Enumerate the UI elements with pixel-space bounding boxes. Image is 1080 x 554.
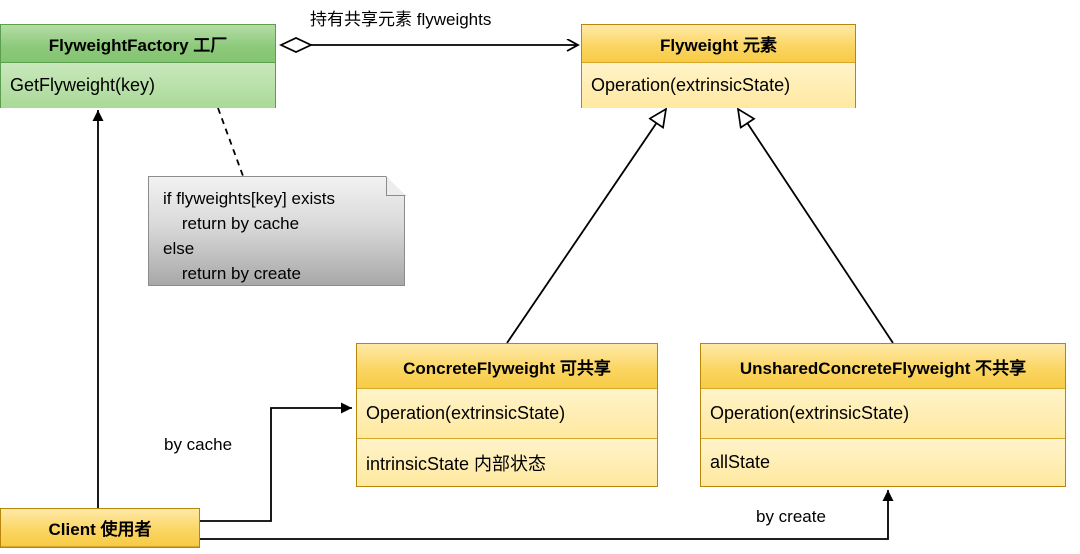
edge-factory-holds-flyweight — [278, 37, 578, 53]
edge-client-by-cache — [200, 402, 352, 522]
class-client-title: Client 使用者 — [1, 509, 199, 547]
class-client[interactable]: Client 使用者 — [0, 508, 200, 548]
class-unshared-concrete-flyweight-member-0: Operation(extrinsicState) — [701, 389, 1065, 438]
class-unshared-concrete-flyweight-member-1: allState — [701, 438, 1065, 486]
edge-concrete-extends-flyweight — [506, 109, 666, 344]
edge-unshared-extends-flyweight — [738, 109, 894, 344]
edge-label-by-create: by create — [756, 507, 826, 526]
note-flyweight-factory-logic: if flyweights[key] exists return by cach… — [148, 176, 405, 286]
class-concrete-flyweight-member-1: intrinsicState 内部状态 — [357, 438, 657, 486]
class-flyweight[interactable]: Flyweight 元素 Operation(extrinsicState) — [581, 24, 856, 108]
class-flyweight-factory-title: FlyweightFactory 工厂 — [1, 25, 275, 63]
edge-label-holds-flyweights: 持有共享元素 flyweights — [310, 10, 492, 29]
class-concrete-flyweight[interactable]: ConcreteFlyweight 可共享 Operation(extrinsi… — [356, 343, 658, 487]
class-unshared-concrete-flyweight-title: UnsharedConcreteFlyweight 不共享 — [701, 344, 1065, 389]
class-flyweight-title: Flyweight 元素 — [582, 25, 855, 63]
class-flyweight-factory-member-0: GetFlyweight(key) — [1, 63, 275, 108]
class-flyweight-member-0: Operation(extrinsicState) — [582, 63, 855, 108]
edge-factory-note-link — [217, 107, 244, 177]
class-unshared-concrete-flyweight[interactable]: UnsharedConcreteFlyweight 不共享 Operation(… — [700, 343, 1066, 487]
class-concrete-flyweight-member-0: Operation(extrinsicState) — [357, 389, 657, 438]
aggregation-diamond-icon — [278, 37, 314, 53]
class-concrete-flyweight-title: ConcreteFlyweight 可共享 — [357, 344, 657, 389]
class-flyweight-factory[interactable]: FlyweightFactory 工厂 GetFlyweight(key) — [0, 24, 276, 108]
edge-label-by-cache: by cache — [164, 435, 233, 454]
note-fold-corner-icon — [386, 176, 406, 196]
